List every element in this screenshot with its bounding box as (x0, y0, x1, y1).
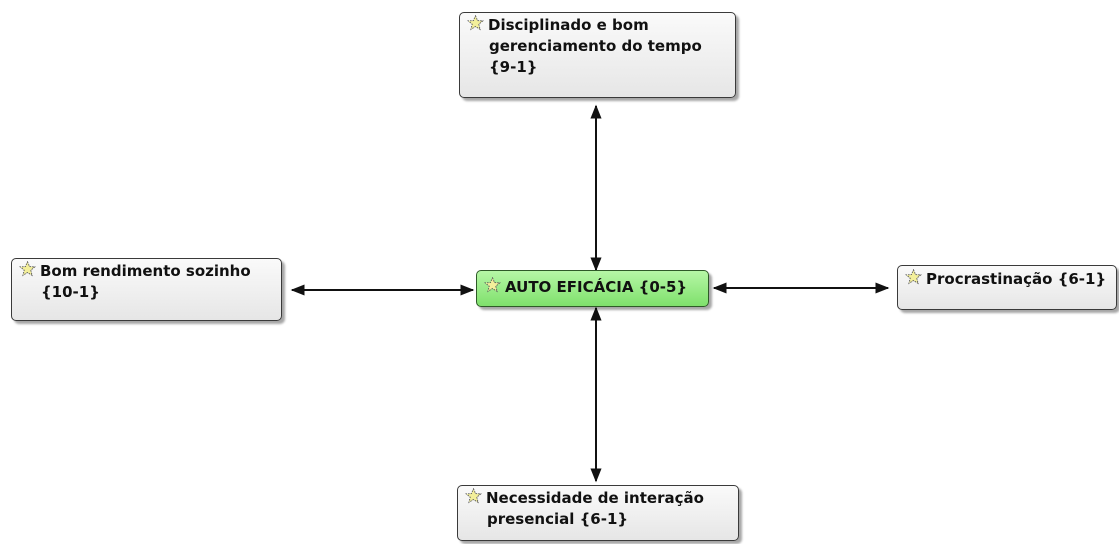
node-disciplinado[interactable]: Disciplinado e bom gerenciamento do temp… (459, 12, 736, 98)
node-auto-eficacia-label: AUTO EFICÁCIA {0-5} (505, 278, 688, 296)
node-bom-rendimento-line1: Bom rendimento sozinho (40, 262, 251, 280)
code-star-icon (484, 277, 501, 293)
node-necessidade[interactable]: Necessidade de interação presencial {6-1… (457, 485, 739, 541)
node-bom-rendimento[interactable]: Bom rendimento sozinho {10-1} (11, 258, 282, 321)
code-star-icon (19, 261, 36, 277)
node-procrastinacao[interactable]: Procrastinação {6-1} (897, 265, 1117, 310)
code-star-icon (905, 269, 922, 285)
node-bom-rendimento-line2: {10-1} (41, 283, 100, 301)
node-necessidade-line2: presencial {6-1} (487, 510, 629, 528)
node-procrastinacao-label: Procrastinação {6-1} (926, 270, 1107, 288)
code-star-icon (465, 488, 482, 504)
node-disciplinado-line2: gerenciamento do tempo (489, 37, 702, 55)
node-auto-eficacia[interactable]: AUTO EFICÁCIA {0-5} (476, 270, 709, 307)
node-disciplinado-line3: {9-1} (489, 58, 538, 76)
code-star-icon (467, 15, 484, 31)
node-disciplinado-line1: Disciplinado e bom (488, 16, 649, 34)
node-necessidade-line1: Necessidade de interação (486, 489, 704, 507)
